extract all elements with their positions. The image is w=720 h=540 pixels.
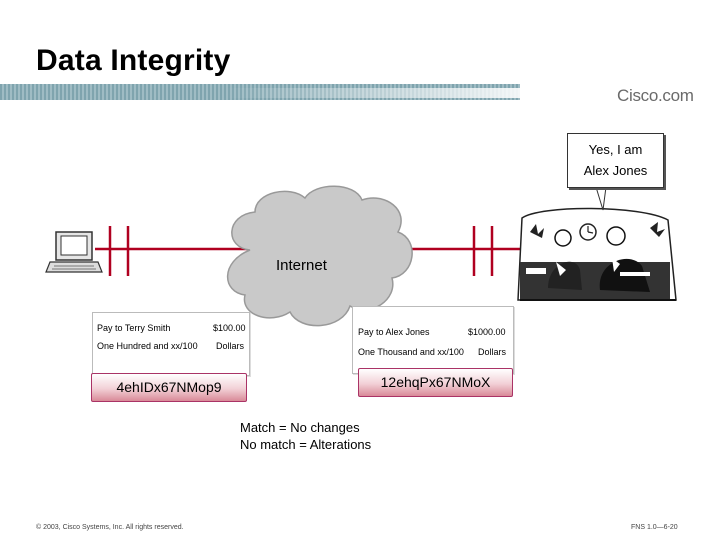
page-title: Data Integrity xyxy=(36,44,231,77)
sender-payee: Pay to Terry Smith xyxy=(97,323,171,333)
title-bar-fade xyxy=(225,88,525,98)
receiver-hash-box: 12ehqPx67NMoX xyxy=(358,368,513,397)
receiver-amount-words: One Thousand and xx/100 xyxy=(358,347,464,357)
sender-check-document xyxy=(92,312,250,376)
receiver-check-document xyxy=(352,306,514,374)
speech-bubble-line-2: Alex Jones xyxy=(583,163,648,178)
receiver-currency: Dollars xyxy=(478,347,507,357)
footer-page-number: FNS 1.0—6-20 xyxy=(631,524,678,531)
match-legend: Match = No changes xyxy=(240,420,360,435)
no-match-legend: No match = Alterations xyxy=(240,437,372,452)
speech-bubble-tail xyxy=(595,186,607,211)
computer-icon xyxy=(45,231,103,273)
office-people-icon xyxy=(517,207,677,301)
speech-bubble-line-1: Yes, I am xyxy=(588,142,643,157)
brand-logo-text: Cisco.com xyxy=(617,86,694,105)
title-bar-end xyxy=(520,84,720,100)
speech-bubble xyxy=(567,133,664,188)
receiver-amount: $1000.00 xyxy=(468,327,506,337)
footer-copyright: © 2003, Cisco Systems, Inc. All rights r… xyxy=(36,524,184,531)
sender-amount: $100.00 xyxy=(213,323,246,333)
internet-label: Internet xyxy=(276,257,327,274)
sender-amount-words: One Hundred and xx/100 xyxy=(97,341,198,351)
sender-hash-box: 4ehIDx67NMop9 xyxy=(91,373,247,402)
sender-currency: Dollars xyxy=(216,341,245,351)
receiver-payee: Pay to Alex Jones xyxy=(358,327,430,337)
internet-cloud-icon xyxy=(226,185,413,327)
